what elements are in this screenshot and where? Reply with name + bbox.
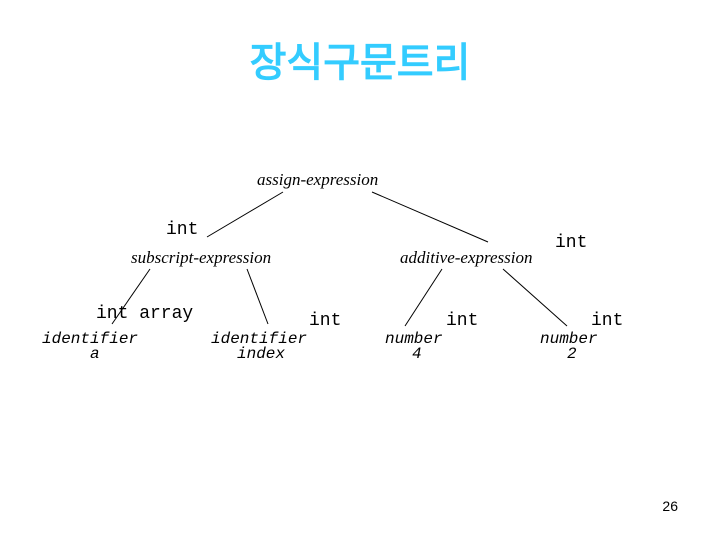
node-identifier-a-value: a xyxy=(90,345,100,363)
node-additive-type: int xyxy=(555,233,588,253)
node-number-2-type: int xyxy=(591,311,624,331)
node-number-4-value: 4 xyxy=(412,345,422,363)
node-subscript-expression: subscript-expression xyxy=(131,248,272,267)
edge-root-subscript xyxy=(206,191,284,238)
edge-root-additive xyxy=(371,191,489,243)
node-identifier-index: identifier xyxy=(211,330,308,348)
edge-subscript-identifier-index xyxy=(246,268,269,325)
node-number-4: number xyxy=(385,330,443,348)
node-number-2-value: 2 xyxy=(567,345,577,363)
edge-subscript-identifier-a xyxy=(111,268,151,325)
page-number: 26 xyxy=(662,498,678,514)
node-identifier-index-value: index xyxy=(237,345,286,363)
node-number-4-type: int xyxy=(446,311,479,331)
node-assign-expression: assign-expression xyxy=(257,170,379,189)
node-additive-expression: additive-expression xyxy=(400,248,533,267)
node-identifier-index-type: int xyxy=(309,311,342,331)
edge-additive-number-4 xyxy=(404,268,443,327)
node-identifier-a: identifier xyxy=(42,330,139,348)
node-subscript-type: int xyxy=(166,220,199,240)
node-identifier-a-type: int array xyxy=(96,304,194,324)
edge-additive-number-2 xyxy=(502,268,568,327)
slide-title: 장식구문트리 xyxy=(249,40,471,86)
node-number-2: number xyxy=(540,330,598,348)
